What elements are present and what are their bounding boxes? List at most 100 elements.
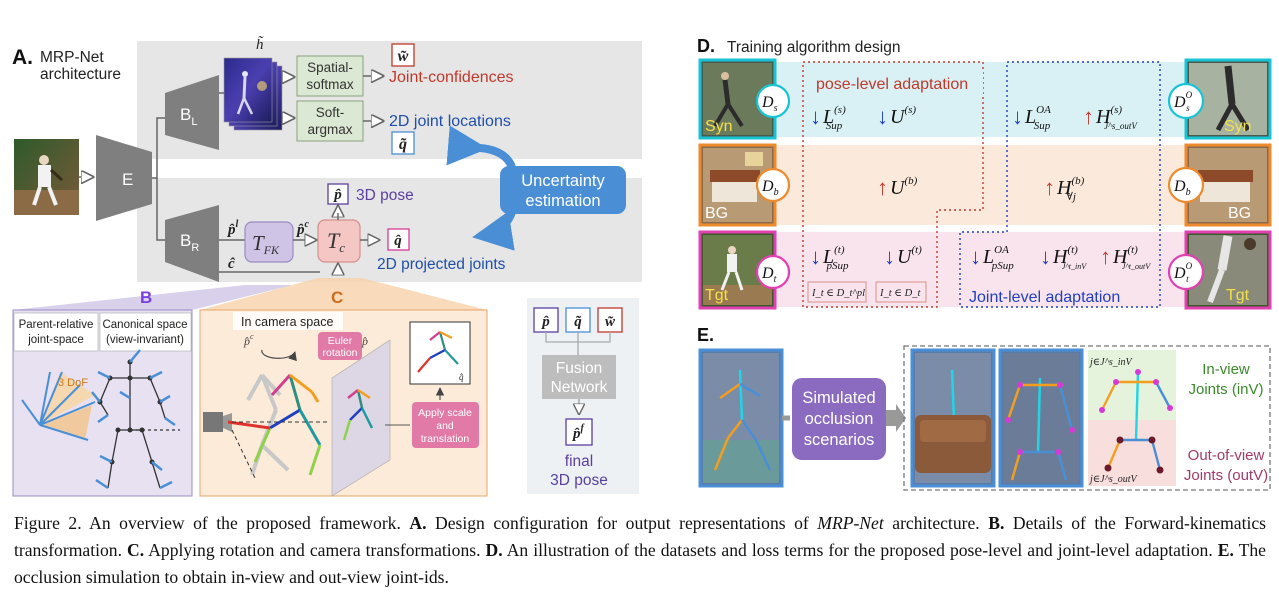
- panel-e-label: E.: [697, 325, 714, 345]
- svg-text:↑: ↑: [877, 175, 888, 200]
- bg-thumb-left: [698, 143, 777, 227]
- svg-text:↓: ↓: [810, 244, 821, 269]
- tgt-thumb-right: [1184, 230, 1272, 310]
- caption-a-text2: architecture.: [892, 513, 980, 533]
- svg-text:H(t)J^t_outV: H(t)J^t_outV: [1112, 244, 1151, 271]
- panel-b-label: B: [140, 288, 152, 307]
- tgt-label-right: Tgt: [1226, 287, 1250, 304]
- input-image: [14, 139, 79, 215]
- projected-skeleton: [417, 331, 459, 373]
- fusion-network-label-2: Network: [551, 379, 608, 396]
- j-inv-label: j∈J^s_inV: [1088, 357, 1134, 368]
- outview-label-1: Out-of-view: [1188, 447, 1265, 464]
- bg-label-right: BG: [1228, 205, 1251, 222]
- soft-argmax-label-2: argmax: [307, 122, 352, 137]
- p-hat-symbol: p̂: [332, 187, 342, 203]
- pose-3d-label: 3D pose: [356, 187, 414, 204]
- scale-translation-box: [412, 402, 479, 448]
- parent-relative-label-1: Parent-relative: [19, 319, 94, 331]
- branch-r-label: BR: [180, 231, 199, 254]
- t-c-block: [317, 219, 361, 263]
- p-l-label: p̂l: [226, 219, 239, 238]
- panel-b: B Parent-relative joint-space Canonical …: [12, 285, 293, 497]
- simulated-label-3: scenarios: [804, 431, 875, 449]
- uncertainty-label-2: estimation: [525, 192, 600, 210]
- zoomed-image: [998, 348, 1084, 488]
- tgt-label-left: Tgt: [705, 287, 729, 304]
- scale-label-1: Apply scale: [418, 407, 472, 419]
- svg-text:H(s)J^s_outV: H(s)J^s_outV: [1095, 104, 1138, 131]
- joint-confidences-label: Joint-confidences: [389, 69, 514, 86]
- t-c-label: Tc: [327, 228, 345, 255]
- occlusion-source-image: [698, 348, 784, 488]
- c-q-hat-label: q̂: [459, 372, 464, 382]
- joint-level-region: [959, 61, 1161, 308]
- svg-text:U(s): U(s): [890, 104, 916, 128]
- caption-b-text: Details of the Forward-kinematics transf…: [14, 513, 1267, 560]
- svg-text:↑: ↑: [1044, 175, 1055, 200]
- caption-a-text: Design configuration for output represen…: [435, 513, 809, 533]
- caption-e-label: E.: [1217, 540, 1234, 560]
- q-tilde-box: [391, 131, 415, 155]
- uncertainty-label-1: Uncertainty: [521, 172, 605, 190]
- occlusion-result-frame: [903, 345, 1271, 491]
- panel-d-title: Training algorithm design: [727, 39, 900, 56]
- p-hat-box: [327, 183, 349, 205]
- svg-text:↓: ↓: [810, 104, 821, 129]
- w-tilde-box: [391, 43, 415, 67]
- uncertainty-estimation-box: [500, 166, 626, 214]
- svg-text:↓: ↓: [1040, 244, 1051, 269]
- joint-level-label: Joint-level adaptation: [969, 289, 1120, 306]
- svg-text:H(b)∀j: H(b)∀j: [1056, 175, 1085, 203]
- camera-space-label: In camera space: [241, 315, 333, 329]
- joint-locations-label: 2D joint locations: [389, 113, 511, 130]
- euler-rotation-box: [318, 332, 362, 360]
- svg-text:H(t)J^t_inV: H(t)J^t_inV: [1052, 244, 1087, 271]
- euler-label-1: Euler: [328, 335, 353, 347]
- figure-canvas: A. MRP-Net architecture E BL BR: [12, 36, 1272, 497]
- scale-label-2: and: [436, 420, 454, 432]
- fusion-w-tilde: w̃: [605, 314, 616, 330]
- camera-skeleton: [227, 373, 330, 479]
- q-hat-box: [387, 228, 410, 251]
- simulated-label-1: Simulated: [802, 389, 875, 407]
- t-fk-block: [244, 221, 294, 263]
- syn-thumb-left: [698, 58, 777, 140]
- scale-label-3: translation: [421, 433, 470, 445]
- caption-c-text: Applying rotation and camera transformat…: [148, 540, 481, 560]
- j-outv-label: j∈J^s_outV: [1088, 474, 1139, 485]
- heatmap-stack: [223, 57, 283, 131]
- parent-relative-label-2: joint-space: [27, 334, 84, 346]
- spatial-softmax-label-1: Spatial-: [307, 60, 353, 75]
- panel-a-title-1: MRP-Net: [40, 49, 104, 66]
- caption-figure-label: Figure 2.: [14, 513, 82, 533]
- canonical-label-1: Canonical space: [102, 319, 187, 331]
- svg-text:↓: ↓: [970, 244, 981, 269]
- encoder-label: E: [122, 170, 133, 189]
- t-fk-label: TFK: [252, 231, 280, 257]
- w-tilde-symbol: w̃: [398, 48, 409, 65]
- fusion-q-tilde: q̃: [574, 314, 582, 330]
- figure-caption: Figure 2. An overview of the proposed fr…: [14, 510, 1266, 591]
- in-out-view-skeleton: [1100, 371, 1172, 471]
- final-label-1: final: [565, 453, 593, 470]
- outview-label-2: Joints (outV): [1184, 467, 1268, 484]
- inview-label-1: In-view: [1202, 361, 1250, 378]
- bg-label-left: BG: [705, 205, 728, 222]
- row2-terms: ↑ U(b) ↑ H(b)∀j: [877, 175, 1085, 203]
- q-hat-symbol: q̂: [394, 233, 402, 249]
- caption-a-label: A.: [409, 513, 427, 533]
- simulated-occlusion-box: [792, 378, 886, 460]
- condition-pseudo-label: I_t ∈ D_t^pl: [811, 288, 865, 299]
- canonical-axes: [91, 349, 176, 490]
- tgt-thumb-left: [698, 230, 777, 310]
- svg-text:↓: ↓: [884, 244, 895, 269]
- c-p-hat-label: p̂: [361, 334, 368, 348]
- soft-argmax-label-1: Soft-: [316, 105, 345, 120]
- branch-l-label: BL: [180, 105, 197, 128]
- caption-b-label: B.: [988, 513, 1005, 533]
- syn-label-left: Syn: [705, 118, 733, 135]
- svg-text:U(t): U(t): [897, 244, 922, 268]
- dof-label: 3 DoF: [58, 377, 88, 389]
- svg-text:↓: ↓: [877, 104, 888, 129]
